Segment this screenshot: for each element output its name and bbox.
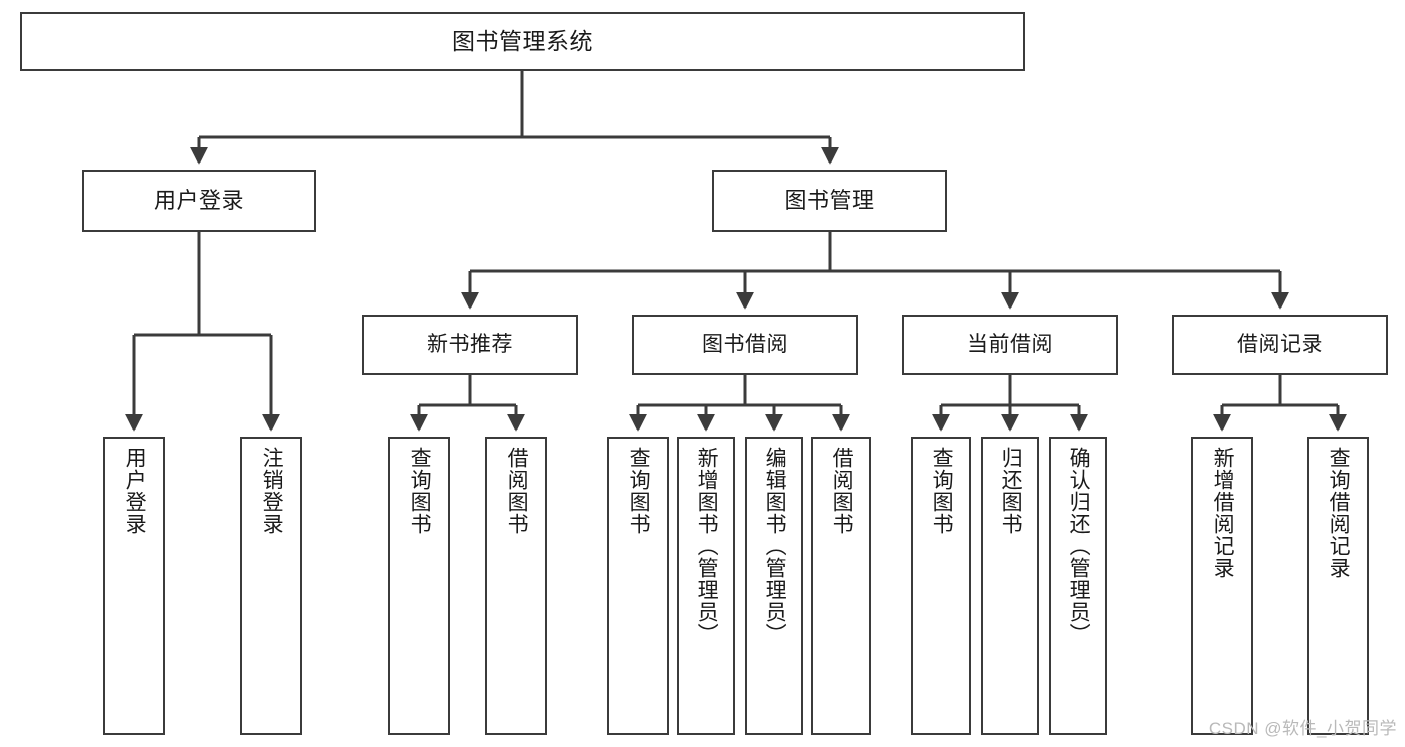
node-leaf-add-borrow-record[interactable]: 新增借阅记录 xyxy=(1191,437,1253,735)
node-leaf-add-borrow-record-label: 新增借阅记录 xyxy=(1211,447,1235,579)
node-leaf-confirm-return-admin-label: 确认归还（管理员） xyxy=(1067,447,1091,645)
node-leaf-query-borrow-record[interactable]: 查询借阅记录 xyxy=(1307,437,1369,735)
node-leaf-confirm-return-admin[interactable]: 确认归还（管理员） xyxy=(1049,437,1107,735)
node-leaf-borrow-books-borrow[interactable]: 借阅图书 xyxy=(811,437,871,735)
node-root-book-management-system[interactable]: 图书管理系统 xyxy=(20,12,1025,71)
node-leaf-query-books-borrow[interactable]: 查询图书 xyxy=(607,437,669,735)
node-user-login[interactable]: 用户登录 xyxy=(82,170,316,232)
node-book-borrowing[interactable]: 图书借阅 xyxy=(632,315,858,375)
node-book-borrowing-label: 图书借阅 xyxy=(702,333,788,357)
node-borrowing-record-label: 借阅记录 xyxy=(1237,333,1323,357)
node-leaf-query-books-current[interactable]: 查询图书 xyxy=(911,437,971,735)
node-leaf-user-login[interactable]: 用户登录 xyxy=(103,437,165,735)
node-leaf-add-book-admin[interactable]: 新增图书（管理员） xyxy=(677,437,735,735)
node-leaf-edit-book-admin-label: 编辑图书（管理员） xyxy=(763,447,787,645)
node-root-label: 图书管理系统 xyxy=(452,27,593,54)
node-leaf-return-books[interactable]: 归还图书 xyxy=(981,437,1039,735)
node-leaf-query-books-borrow-label: 查询图书 xyxy=(627,447,651,535)
node-user-login-label: 用户登录 xyxy=(153,187,244,213)
node-book-management[interactable]: 图书管理 xyxy=(712,170,947,232)
node-leaf-query-books-rec[interactable]: 查询图书 xyxy=(388,437,450,735)
node-borrowing-record[interactable]: 借阅记录 xyxy=(1172,315,1388,375)
node-leaf-borrow-books-borrow-label: 借阅图书 xyxy=(830,447,854,535)
node-new-book-recommendation-label: 新书推荐 xyxy=(427,333,513,357)
csdn-watermark: CSDN @软件_小贺同学 xyxy=(1208,719,1397,738)
node-leaf-query-borrow-record-label: 查询借阅记录 xyxy=(1327,447,1351,579)
node-leaf-logout-label: 注销登录 xyxy=(260,447,284,535)
node-new-book-recommendation[interactable]: 新书推荐 xyxy=(362,315,578,375)
node-leaf-add-book-admin-label: 新增图书（管理员） xyxy=(695,447,719,645)
node-current-borrowing-label: 当前借阅 xyxy=(967,333,1053,357)
node-leaf-borrow-books-rec[interactable]: 借阅图书 xyxy=(485,437,547,735)
node-leaf-query-books-current-label: 查询图书 xyxy=(930,447,954,535)
node-leaf-borrow-books-rec-label: 借阅图书 xyxy=(505,447,529,535)
node-leaf-return-books-label: 归还图书 xyxy=(999,447,1023,535)
node-leaf-query-books-rec-label: 查询图书 xyxy=(408,447,432,535)
node-leaf-edit-book-admin[interactable]: 编辑图书（管理员） xyxy=(745,437,803,735)
node-current-borrowing[interactable]: 当前借阅 xyxy=(902,315,1118,375)
node-leaf-user-login-label: 用户登录 xyxy=(123,447,147,535)
node-book-management-label: 图书管理 xyxy=(784,187,875,213)
node-leaf-logout[interactable]: 注销登录 xyxy=(240,437,302,735)
